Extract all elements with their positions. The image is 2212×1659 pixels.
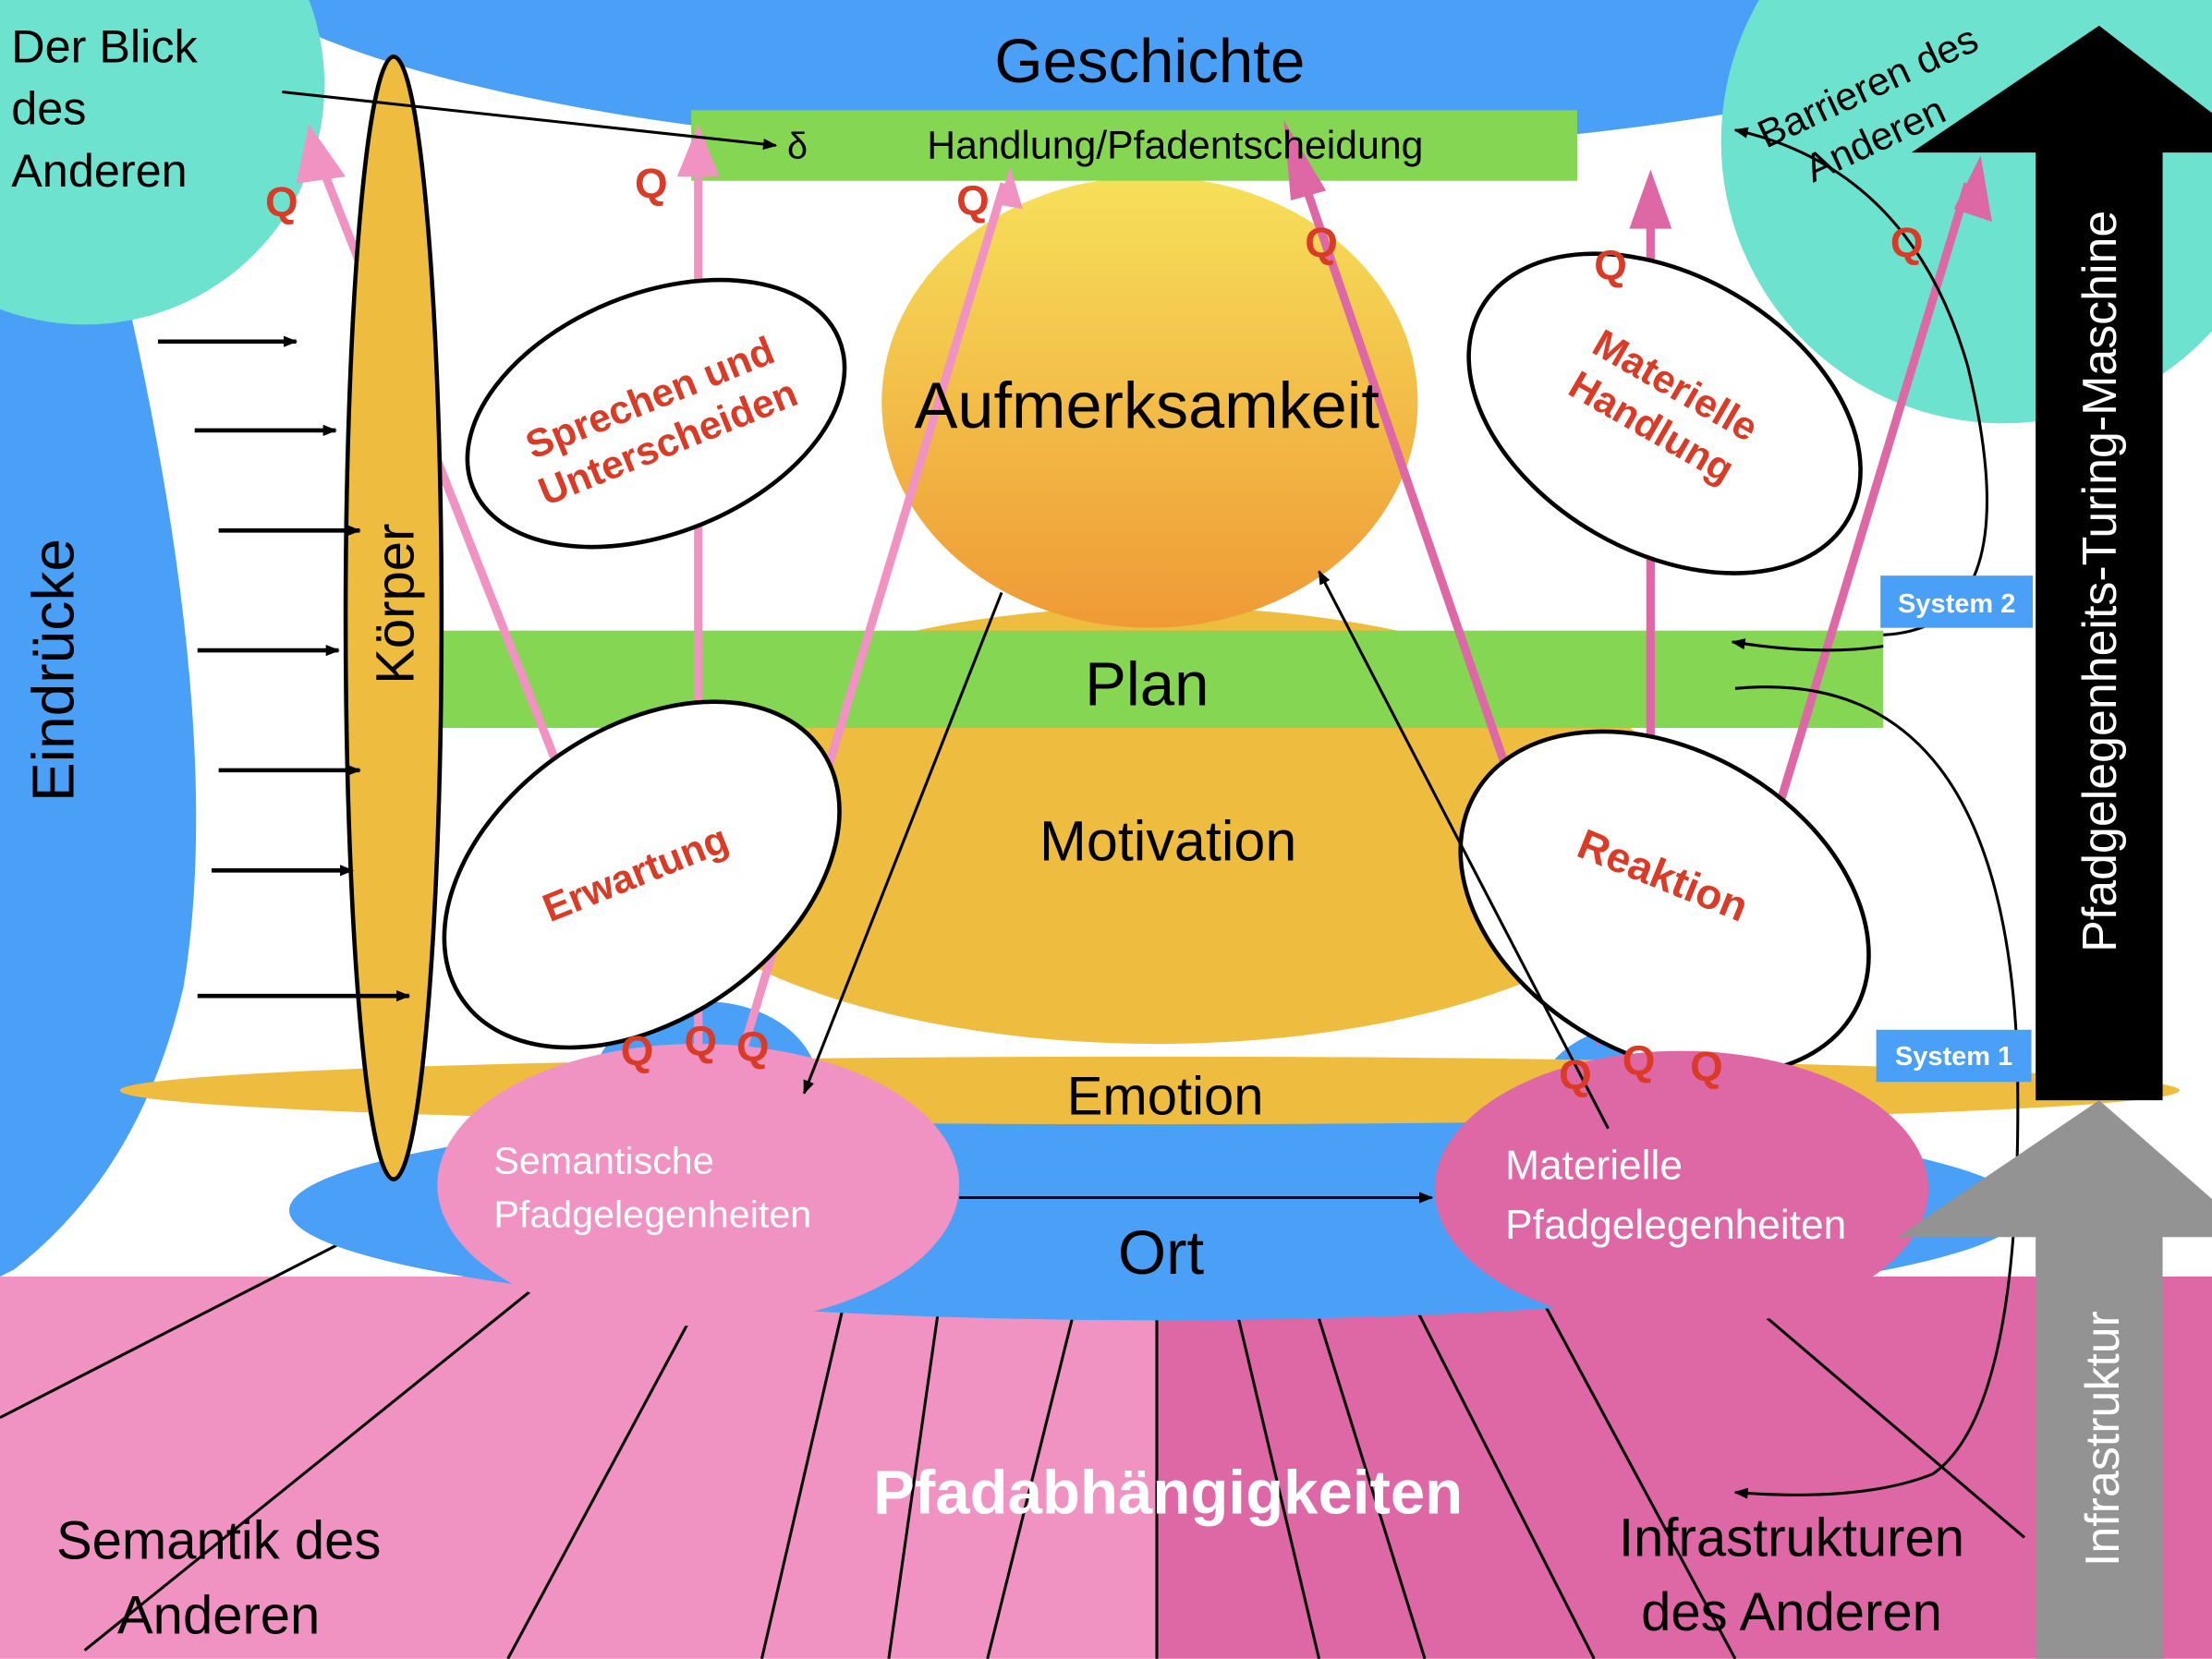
- der-blick-label-3: Anderen: [11, 144, 187, 197]
- mat-pfad-label-2: Pfadgelegenheiten: [1505, 1203, 1846, 1248]
- reaktion-ellipse: [1458, 729, 1871, 1077]
- aufmerksamkeit-label: Aufmerksamkeit: [915, 369, 1379, 442]
- radiating-lines: [0, 1237, 2025, 1659]
- der-blick-label-2: des: [11, 82, 86, 135]
- q-marker: Q: [635, 160, 668, 207]
- pfadabhaengigkeiten-label: Pfadabhängigkeiten: [873, 1458, 1463, 1527]
- semantische-pfad-ellipse: [437, 1044, 960, 1326]
- q-marker: Q: [265, 178, 298, 225]
- system1-label: System 1: [1895, 1042, 2012, 1072]
- koerper-label: Körper: [365, 524, 425, 684]
- q-marker: Q: [1594, 242, 1627, 289]
- handlung-label: Handlung/Pfadentscheidung: [927, 123, 1423, 167]
- materielle-handlung-ellipse: [1466, 251, 1863, 575]
- system1-badge: [1876, 1029, 2032, 1083]
- pfadabhaengigkeiten-band-light: [0, 1276, 1157, 1659]
- aufmerksamkeit-shape: [881, 176, 1418, 628]
- semantik-label-2: Anderen: [117, 1585, 320, 1645]
- materielle-pfad-ellipse: [1434, 1050, 1929, 1327]
- sprechen-ellipse: [465, 277, 847, 550]
- der-blick-shape: [0, 0, 325, 325]
- q-marker: Q: [1890, 219, 1924, 266]
- q-marker: Q: [621, 1027, 654, 1074]
- q-marker: Q: [1305, 219, 1338, 266]
- infrastruktur-arrow: [1897, 1100, 2212, 1659]
- infra-label-1: Infrastrukturen: [1619, 1508, 1964, 1568]
- handlung-bar: [691, 110, 1577, 181]
- eindruecke-arrows: [158, 335, 411, 1002]
- emotion-label: Emotion: [1067, 1066, 1264, 1126]
- q-markers: Q Q Q Q Q Q Q Q Q Q Q Q: [265, 160, 1923, 1098]
- q-marker: Q: [1690, 1043, 1723, 1090]
- semantik-label-1: Semantik des: [56, 1510, 381, 1570]
- der-blick-label-1: Der Blick: [11, 19, 198, 72]
- system2-badge: [1880, 575, 2034, 628]
- mat-pfad-label-1: Materielle: [1505, 1144, 1683, 1189]
- q-marker: Q: [1559, 1051, 1592, 1098]
- q-marker: Q: [736, 1023, 770, 1070]
- infra-label-2: des Anderen: [1641, 1582, 1942, 1642]
- ort-label: Ort: [1118, 1218, 1205, 1288]
- eindruecke-label: Eindrücke: [19, 539, 86, 802]
- q-marker: Q: [684, 1017, 717, 1064]
- infrastruktur-label: Infrastruktur: [2076, 1311, 2130, 1567]
- system2-label: System 2: [1898, 589, 2015, 619]
- erwartung-ellipse: [442, 699, 842, 1050]
- q-marker: Q: [1623, 1037, 1656, 1084]
- sem-pfad-label-2: Pfadgelegenheiten: [493, 1193, 811, 1236]
- eindruecke-shape: [0, 206, 197, 1277]
- koerper-shape: [343, 54, 444, 1181]
- sem-pfad-label-1: Semantische: [493, 1140, 713, 1182]
- turing-label: Pfadgelegenheits-Turing-Maschine: [2073, 211, 2127, 952]
- motivation-label: Motivation: [1039, 810, 1296, 873]
- geschichte-label: Geschichte: [994, 27, 1305, 96]
- delta-label: δ: [787, 126, 808, 166]
- plan-label: Plan: [1085, 650, 1209, 720]
- turing-arrow: [1911, 25, 2212, 1101]
- q-marker: Q: [956, 176, 990, 224]
